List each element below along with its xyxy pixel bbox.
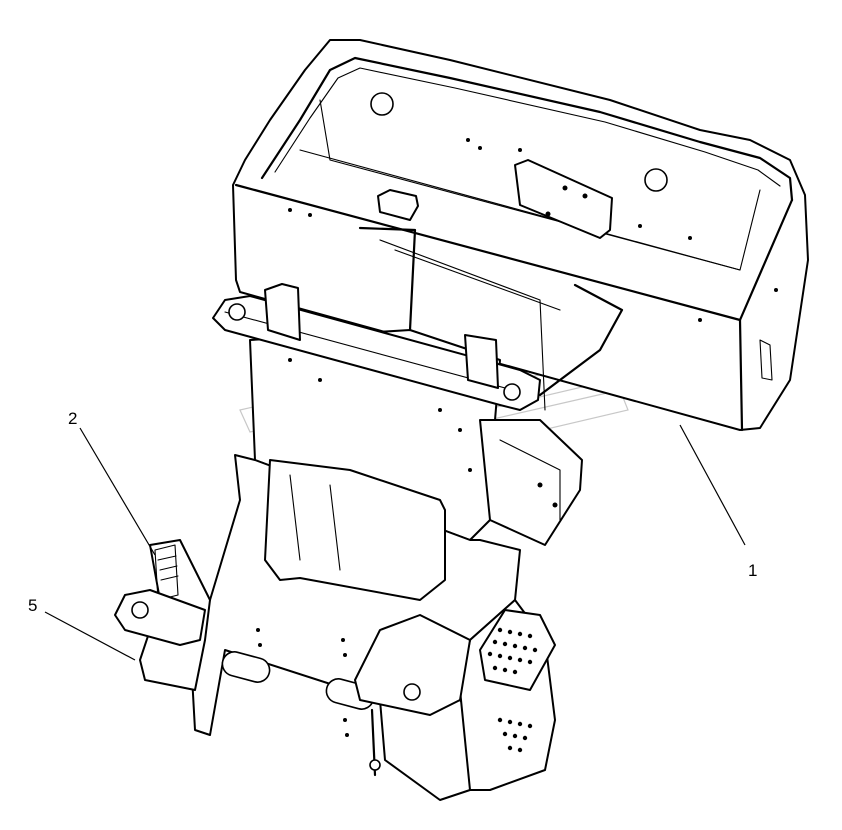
right-gusset [479, 419, 583, 546]
leader-1 [679, 424, 746, 546]
rear-box-housing [232, 39, 809, 432]
leader-2 [79, 427, 156, 556]
left-step-assembly [114, 539, 211, 691]
cross-beam [212, 283, 541, 411]
perforated-tread [487, 627, 538, 753]
callout-label-5: 5 [28, 596, 37, 615]
leader-5 [44, 611, 136, 661]
callout-label-2: 2 [68, 409, 77, 428]
front-frame [189, 454, 521, 801]
right-step-assembly [354, 599, 556, 791]
callout-label-1: 1 [748, 561, 757, 580]
callout-leaders [44, 424, 746, 661]
